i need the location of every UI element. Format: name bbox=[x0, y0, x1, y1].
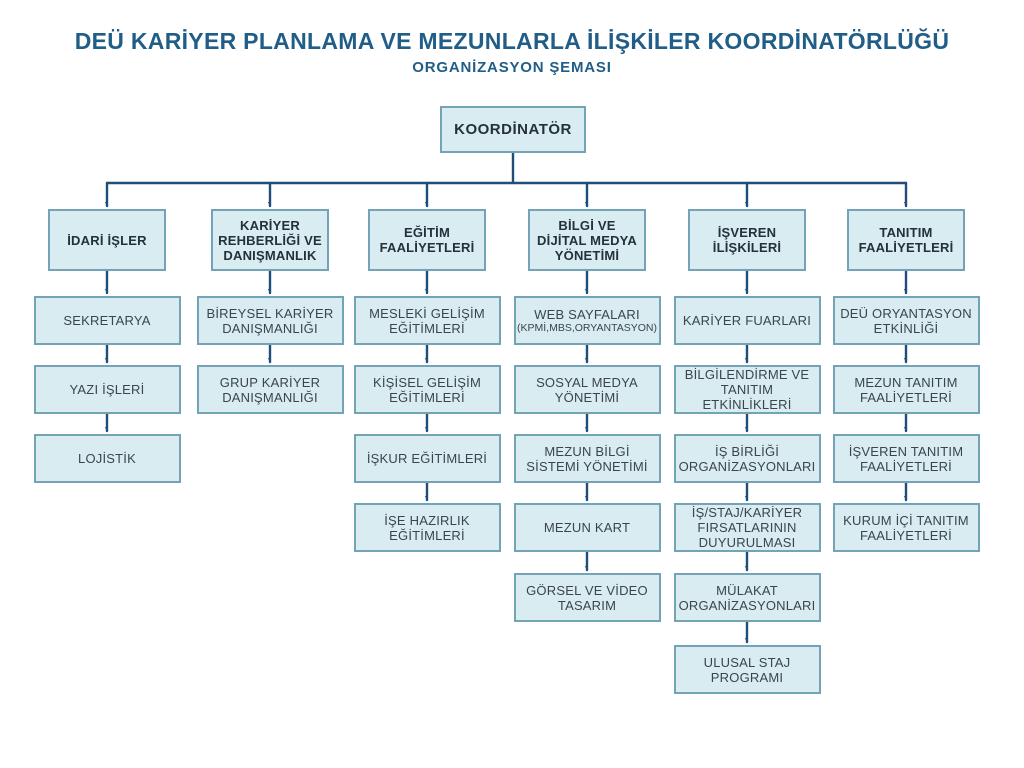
org-chart-node: MEZUN KART bbox=[513, 503, 661, 552]
org-chart-node: GÖRSEL VE VİDEO TASARIM bbox=[513, 573, 661, 622]
org-chart-column-header: BİLGİ VE DİJİTAL MEDYA YÖNETİMİ bbox=[528, 209, 646, 271]
org-chart-node: WEB SAYFALARI(KPMİ,MBS,ORYANTASYON) bbox=[513, 296, 661, 345]
org-chart-node: SOSYAL MEDYA YÖNETİMİ bbox=[513, 365, 661, 414]
org-chart-root-node: KOORDİNATÖR bbox=[440, 106, 586, 153]
org-chart-node-label: WEB SAYFALARI bbox=[534, 307, 640, 322]
org-chart-node: KARİYER FUARLARI bbox=[673, 296, 821, 345]
org-chart-node: MEZUN BİLGİ SİSTEMİ YÖNETİMİ bbox=[513, 434, 661, 483]
org-chart-node: LOJİSTİK bbox=[33, 434, 181, 483]
org-chart-node: BİREYSEL KARİYER DANIŞMANLIĞI bbox=[196, 296, 344, 345]
org-chart-node: ULUSAL STAJ PROGRAMI bbox=[673, 645, 821, 694]
org-chart-node: İŞVEREN TANITIM FAALİYETLERİ bbox=[832, 434, 980, 483]
org-chart-node: İŞKUR EĞİTİMLERİ bbox=[353, 434, 501, 483]
org-chart-node: YAZI İŞLERİ bbox=[33, 365, 181, 414]
page-title: DEÜ KARİYER PLANLAMA VE MEZUNLARLA İLİŞK… bbox=[74, 28, 950, 54]
org-chart-column-header: EĞİTİM FAALİYETLERİ bbox=[368, 209, 486, 271]
org-chart-node: DEÜ ORYANTASYON ETKİNLİĞİ bbox=[832, 296, 980, 345]
org-chart-column-header: TANITIM FAALİYETLERİ bbox=[847, 209, 965, 271]
org-chart-column-header: İŞVEREN İLİŞKİLERİ bbox=[688, 209, 806, 271]
org-chart-node: SEKRETARYA bbox=[33, 296, 181, 345]
page-subtitle: ORGANİZASYON ŞEMASI bbox=[412, 59, 612, 76]
title-block: DEÜ KARİYER PLANLAMA VE MEZUNLARLA İLİŞK… bbox=[0, 28, 1024, 76]
org-chart-column-header: İDARİ İŞLER bbox=[48, 209, 166, 271]
org-chart-column-header: KARİYER REHBERLİĞİ VE DANIŞMANLIK bbox=[211, 209, 329, 271]
org-chart-node: BİLGİLENDİRME VE TANITIM ETKİNLİKLERİ bbox=[673, 365, 821, 414]
org-chart-node: İŞE HAZIRLIK EĞİTİMLERİ bbox=[353, 503, 501, 552]
org-chart-node: İŞ/STAJ/KARİYER FIRSATLARININ DUYURULMAS… bbox=[673, 503, 821, 552]
org-chart-node: MEZUN TANITIM FAALİYETLERİ bbox=[832, 365, 980, 414]
org-chart-node-sublabel: (KPMİ,MBS,ORYANTASYON) bbox=[516, 322, 658, 334]
org-chart-node: KURUM İÇİ TANITIM FAALİYETLERİ bbox=[832, 503, 980, 552]
org-chart-node: MESLEKİ GELİŞİM EĞİTİMLERİ bbox=[353, 296, 501, 345]
org-chart-node: İŞ BİRLİĞİ ORGANİZASYONLARI bbox=[673, 434, 821, 483]
org-chart-node: GRUP KARİYER DANIŞMANLIĞI bbox=[196, 365, 344, 414]
org-chart-node: MÜLAKAT ORGANİZASYONLARI bbox=[673, 573, 821, 622]
org-chart-node: KİŞİSEL GELİŞİM EĞİTİMLERİ bbox=[353, 365, 501, 414]
